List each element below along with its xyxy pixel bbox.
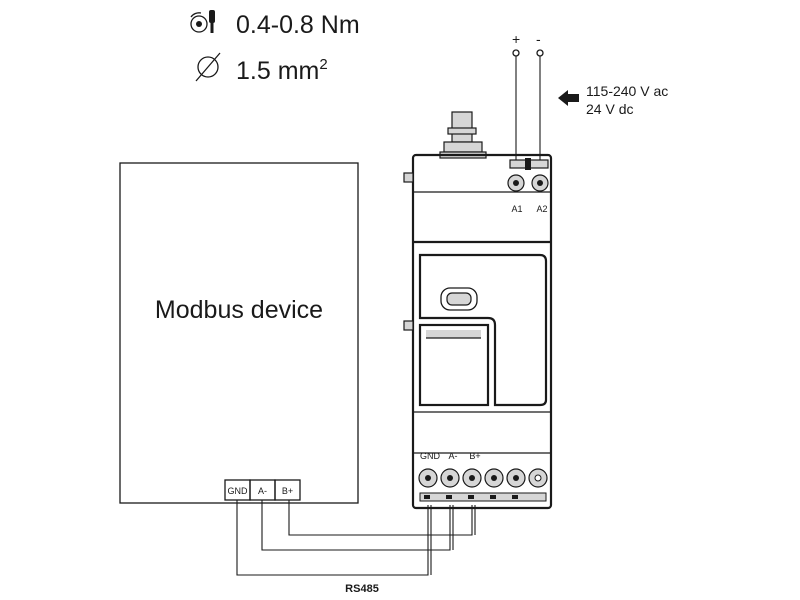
voltage-ac: 115-240 V ac: [586, 83, 668, 99]
bottom-terminals: [418, 468, 548, 488]
wire-a: [261, 500, 451, 551]
device-terminal-a: A-: [258, 486, 267, 496]
power-supply: + - 115-240 V ac 24 V dc: [512, 31, 668, 164]
plus-label: +: [512, 31, 520, 47]
torque-spec-row: 0.4-0.8 Nm: [190, 10, 360, 39]
device-terminal-block: GND A- B+: [224, 479, 301, 501]
module-terminal-b: B+: [469, 451, 480, 461]
plus-pin: [512, 49, 520, 57]
voltage-dc: 24 V dc: [586, 101, 633, 117]
rs485-label: RS485: [345, 583, 379, 595]
antenna-connector: [439, 111, 487, 159]
wire-cross-section: 1.5 mm2: [236, 56, 328, 85]
terminal-a1-label: A1: [511, 204, 522, 214]
arrow-left-icon: [558, 90, 579, 106]
screwdriver-torque-icon: [190, 10, 215, 33]
module-terminal-gnd: GND: [420, 451, 441, 461]
module-terminal-a: A-: [449, 451, 458, 461]
rs485-wiring: RS485: [236, 500, 476, 595]
modbus-device-label: Modbus device: [155, 296, 323, 324]
wire-gnd: [236, 500, 429, 576]
diameter-icon: [195, 52, 221, 82]
power-terminals: [507, 174, 549, 192]
torque-value: 0.4-0.8 Nm: [236, 11, 360, 39]
wire-spec-row: 1.5 mm2: [195, 52, 328, 85]
terminal-a2-label: A2: [536, 204, 547, 214]
device-terminal-gnd: GND: [228, 486, 249, 496]
minus-pin: [536, 49, 544, 57]
module: A1 A2 GND A- B+: [403, 111, 553, 510]
modbus-device: Modbus device GND A- B+: [119, 162, 359, 504]
module-body: [411, 153, 553, 510]
button: [440, 287, 478, 311]
modbus-device-box: [119, 162, 359, 504]
device-terminal-b: B+: [282, 486, 293, 496]
wire-b: [288, 500, 473, 536]
minus-label: -: [536, 31, 541, 47]
sim-slot: [418, 323, 490, 407]
